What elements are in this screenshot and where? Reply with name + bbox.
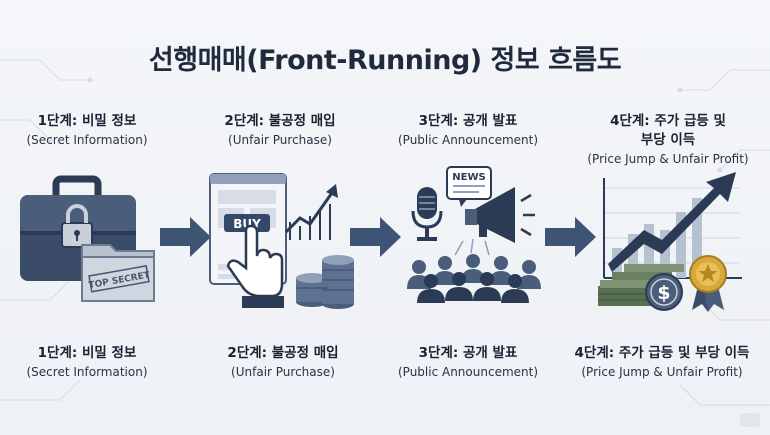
step4-top-ko-line2: 부당 이득 [640, 132, 696, 148]
step1-bottom-ko: 1단계: 비밀 정보 [37, 345, 137, 361]
step3-top-ko: 3단계: 공개 발표 [418, 113, 518, 129]
step2-bottom-en: (Unfair Purchase) [231, 365, 335, 379]
gold-medal-icon [689, 255, 727, 312]
folder-icon: TOP SECRET [81, 244, 155, 302]
cash-stack-icon [598, 264, 684, 306]
step1-top-label: 1단계: 비밀 정보 (Secret Information) [0, 112, 182, 149]
purchase-illustration: BUY [209, 173, 354, 309]
hand-pointer-icon [226, 224, 284, 308]
step2-top-en: (Unfair Purchase) [228, 133, 332, 147]
step3-bottom-ko: 3단계: 공개 발표 [418, 345, 518, 361]
step4-top-en: (Price Jump & Unfair Profit) [587, 152, 749, 166]
broadcast-rays [454, 238, 490, 256]
step1-bottom-en: (Secret Information) [26, 365, 148, 379]
announcement-illustration: NEWS [407, 166, 541, 303]
step2-top-label: 2단계: 불공정 매입 (Unfair Purchase) [185, 112, 375, 149]
coin-symbol: $ [657, 282, 670, 304]
step4-bottom-en: (Price Jump & Unfair Profit) [581, 365, 743, 379]
step4-bottom-ko: 4단계: 주가 급등 및 부당 이득 [574, 345, 750, 361]
step3-bottom-en: (Public Announcement) [397, 365, 539, 379]
rising-chart-icon [284, 184, 338, 240]
step1-top-ko: 1단계: 비밀 정보 [37, 113, 137, 129]
step4-top-label: 4단계: 주가 급등 및 부당 이득 (Price Jump & Unfair … [568, 112, 768, 168]
profit-illustration: $ [598, 172, 742, 312]
arrow-right-icon-2 [350, 217, 401, 257]
step1-top-en: (Secret Information) [26, 133, 148, 147]
news-icon: NEWS [446, 166, 492, 207]
step2-bottom-ko: 2단계: 불공정 매입 [227, 345, 339, 361]
step4-top-ko-line1: 4단계: 주가 급등 및 [610, 113, 726, 129]
corner-badge [740, 413, 760, 427]
microphone-icon [411, 187, 443, 241]
megaphone-icon [465, 187, 535, 243]
buy-button [224, 214, 270, 232]
step1-bottom-label: 1단계: 비밀 정보 (Secret Information) [0, 344, 182, 381]
crowd-icon [407, 254, 541, 303]
step3-top-en: (Public Announcement) [397, 133, 539, 147]
arrow-right-icon [160, 217, 211, 257]
step2-top-ko: 2단계: 불공정 매입 [224, 113, 336, 129]
dollar-coin-icon: $ [645, 273, 683, 311]
coin-stack-icon [296, 255, 354, 309]
briefcase-icon: TOP SECRET [20, 175, 155, 302]
step3-top-label: 3단계: 공개 발표 (Public Announcement) [373, 112, 563, 149]
page-title: 선행매매(Front-Running) 정보 흐름도 [148, 45, 622, 76]
step2-bottom-label: 2단계: 불공정 매입 (Unfair Purchase) [188, 344, 378, 381]
up-trend-arrow-icon [608, 172, 736, 272]
arrow-right-icon-3 [545, 217, 596, 257]
news-label: NEWS [452, 172, 485, 183]
step4-bottom-label: 4단계: 주가 급등 및 부당 이득 (Price Jump & Unfair … [556, 344, 768, 381]
step3-bottom-label: 3단계: 공개 발표 (Public Announcement) [373, 344, 563, 381]
